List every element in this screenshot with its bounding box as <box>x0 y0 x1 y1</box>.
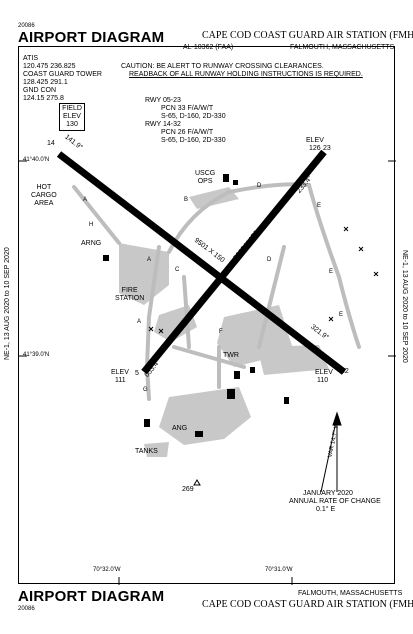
rwy2-strength: S-65, D-160, 2D-330 <box>161 137 226 144</box>
taxiway-label: G <box>159 349 164 355</box>
fire-station-label: FIRE STATION <box>115 287 144 303</box>
lat-bottom-label: 41°39.0'N <box>23 352 50 358</box>
elev-ne-label: ELEV <box>306 137 324 144</box>
lat-top-label: 41°40.0'N <box>23 157 50 163</box>
uscg-line1: USCG <box>195 170 216 177</box>
hot-cargo-line2: CARGO <box>31 192 57 199</box>
atis-freqs: 120.475 236.825 <box>23 63 76 70</box>
rwy2-pcn: PCN 26 F/A/W/T <box>161 129 214 136</box>
facility-name-top: CAPE COD COAST GUARD AIR STATION (FMH) <box>202 30 413 41</box>
tower-label: COAST GUARD TOWER <box>23 71 102 78</box>
var-date: JANUARY 2020 <box>303 490 353 497</box>
ang-label: ANG <box>172 425 188 432</box>
field-elev-label2: ELEV <box>63 113 81 120</box>
rwy-end-23: 23 <box>323 145 331 152</box>
rwy1-strength: S-65, D-160, 2D-330 <box>161 113 226 120</box>
caution-line1: CAUTION: BE ALERT TO RUNWAY CROSSING CLE… <box>121 63 324 70</box>
hot-cargo-label: HOT CARGO AREA <box>31 184 57 208</box>
taxiway-label: A <box>137 319 142 325</box>
arng-label: ARNG <box>81 240 102 247</box>
cycle-left: NE-1, 13 AUG 2020 to 10 SEP 2020 <box>4 247 11 360</box>
lon-right-label: 70°31.0'W <box>265 567 293 573</box>
rwy-end-14: 14 <box>47 140 55 147</box>
rwy1-name: RWY 05-23 <box>145 97 181 104</box>
taxiway-label: A <box>83 197 88 203</box>
diagram-frame: ATIS 120.475 236.825 COAST GUARD TOWER 1… <box>18 46 396 585</box>
elev-sw-label: ELEV <box>111 369 129 376</box>
tanks-label: TANKS <box>135 448 158 455</box>
rwy-end-05: 5 <box>135 370 139 377</box>
gnd-label: GND CON <box>23 87 57 94</box>
taxiway-label: F <box>219 329 223 335</box>
elev-se-label: ELEV <box>315 369 333 376</box>
chart-id: AL-10362 (FAA) <box>183 44 234 51</box>
field-elev-box: FIELD ELEV 130 <box>59 103 85 131</box>
taxiway-label: E <box>339 312 344 318</box>
taxiway-label: B <box>184 197 189 203</box>
rwy2-name: RWY 14-32 <box>145 121 181 128</box>
apron-east <box>257 345 329 375</box>
caution-line2: READBACK OF ALL RUNWAY HOLDING INSTRUCTI… <box>129 71 363 78</box>
lon-left-label: 70°32.0'W <box>93 567 121 573</box>
runway-14-32 <box>56 151 347 375</box>
apron-tanks <box>144 442 169 457</box>
doc-id-bottom: 20086 <box>18 606 35 612</box>
taxiway-label: G <box>143 387 148 393</box>
taxiway-label: E <box>317 203 322 209</box>
taxiway-label: E <box>329 269 334 275</box>
taxiway-label: H <box>89 222 94 228</box>
hot-cargo-line3: AREA <box>34 200 54 207</box>
airport-map <box>19 149 396 585</box>
taxiway-label: C <box>177 327 182 333</box>
location-bottom: FALMOUTH, MASSACHUSETTS <box>298 590 403 597</box>
atis-label: ATIS <box>23 55 39 62</box>
taxiway-label: D <box>267 257 272 263</box>
location-top: FALMOUTH, MASSACHUSETTS <box>290 44 395 51</box>
obstacle-elev: 269 <box>182 486 194 493</box>
doc-id-top: 20086 <box>18 23 35 29</box>
cycle-right: NE-1, 13 AUG 2020 to 10 SEP 2020 <box>401 250 408 363</box>
uscg-ops-label: USCG OPS <box>195 170 215 186</box>
fire-line1: FIRE <box>121 287 138 294</box>
var-rate-label: ANNUAL RATE OF CHANGE <box>289 498 381 505</box>
hot-cargo-line1: HOT <box>36 184 52 191</box>
rwy1-pcn: PCN 33 F/A/W/T <box>161 105 214 112</box>
taxiway-label: D <box>257 183 262 189</box>
tower-freqs: 128.425 291.1 <box>23 79 68 86</box>
runway-05-23 <box>141 149 327 375</box>
rwy-end-32: 32 <box>341 368 349 375</box>
twr-label: TWR <box>223 352 239 359</box>
elev-se-value: 110 <box>317 377 329 384</box>
var-rate-value: 0.1° E <box>316 506 336 513</box>
page-title-bottom: AIRPORT DIAGRAM <box>18 588 165 605</box>
taxiway-label: C <box>175 267 180 273</box>
field-elev-label1: FIELD <box>62 105 82 112</box>
facility-name-bottom: CAPE COD COAST GUARD AIR STATION (FMH) <box>202 599 413 610</box>
gnd-freqs: 124.15 275.8 <box>23 95 64 102</box>
elev-sw-value: 111 <box>115 377 126 384</box>
elev-ne-value: 126 <box>309 145 321 152</box>
page-title-top: AIRPORT DIAGRAM <box>18 29 165 46</box>
uscg-line2: OPS <box>197 178 213 185</box>
taxiway-label: A <box>147 257 152 263</box>
apron-ang <box>159 387 251 445</box>
field-elev-value: 130 <box>66 121 78 128</box>
fire-line2: STATION <box>115 295 145 302</box>
